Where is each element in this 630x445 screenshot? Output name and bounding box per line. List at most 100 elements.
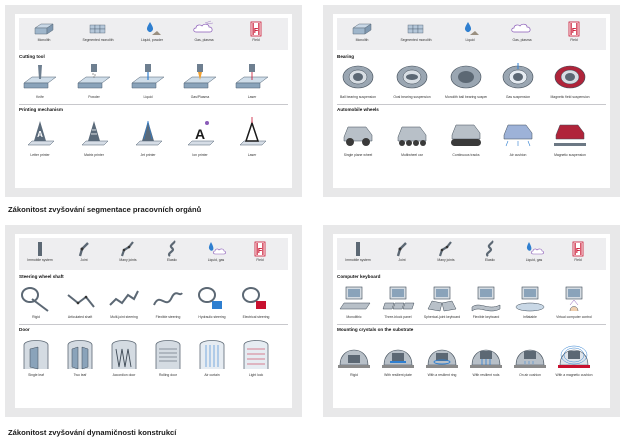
item-cell: Light lock [235, 337, 277, 377]
item-cell: Laser [231, 61, 273, 99]
header-row: Monolith Segmented monolith Liquid [337, 18, 606, 50]
svg-text:F: F [572, 28, 577, 35]
joint-arm-icon [396, 242, 407, 257]
header-label: Liquid, powder [140, 38, 164, 42]
svg-text:A: A [37, 130, 43, 139]
elastic-spring-icon [168, 240, 176, 257]
item-cell: Laser [231, 115, 273, 157]
caption-segmentation: Zákonitost zvyšování segmentace pracovní… [8, 205, 202, 214]
panel-inner: Immobile system Joint Many joints Elasti… [333, 234, 610, 408]
section-title: Steering wheel shaft [19, 274, 64, 279]
field-icon: F [568, 21, 580, 37]
section-divider [337, 324, 606, 325]
item-cell: Flexible steering [147, 283, 189, 319]
section-divider [337, 104, 606, 105]
header-cell: Elastic [151, 240, 193, 262]
item-cell: Air cushion [497, 115, 539, 157]
item-cell: Ball bearing suspension [337, 61, 379, 99]
panel-inner: Monolith Segmented monolith Liquid [333, 14, 610, 188]
monolithic-keyboard-icon [339, 286, 371, 310]
hydraulic-steering-icon [198, 287, 222, 309]
item-cell: Magnetic field suspension [549, 61, 591, 99]
header-cell: Liquid, gas [513, 240, 555, 262]
many-joints-icon [120, 241, 134, 257]
item-label: Two leaf [73, 373, 87, 377]
section-title: Automobile wheels [337, 107, 379, 112]
panel-cutting-printing: Monolith Segmented monolith Liquid, powd… [5, 5, 302, 197]
item-cell: With resilient plate [377, 337, 419, 377]
item-label: Letter printer [30, 153, 50, 157]
item-cell: Rigid [15, 283, 57, 319]
laser-cutting-icon [235, 64, 269, 89]
item-cell: Rigid [333, 337, 375, 377]
item-label: Monolith ball bearing suspension [445, 95, 487, 99]
item-label: Ball bearing suspension [339, 95, 376, 99]
header-label: Field [256, 258, 264, 262]
item-label: Hydraulic steering [198, 315, 226, 319]
item-label: Accordion door [112, 373, 136, 377]
header-label: Immobile system [27, 258, 53, 262]
item-label: Electrical steering [242, 315, 270, 319]
immobile-bar-icon [38, 242, 42, 256]
header-label: Liquid, gas [525, 258, 543, 262]
header-label: Field [574, 258, 582, 262]
liquid-drop-icon [464, 22, 479, 35]
item-label: Air curtain [204, 373, 220, 377]
item-label: With a magnetic cushion [555, 373, 593, 377]
item-label: Ion printer [192, 153, 208, 157]
liquid-drop-icon [146, 22, 161, 35]
item-label: Single leaf [28, 373, 44, 377]
item-label: Multi-joint steering [110, 315, 138, 319]
item-label: Single plane wheel [343, 153, 373, 157]
header-cell: Joint [63, 240, 105, 262]
header-label: Monolith [37, 38, 51, 42]
header-row: Immobile system Joint Many joints Elasti… [337, 238, 606, 270]
item-cell: Multiwheel car [391, 115, 433, 157]
item-label: With a resilient ring [427, 373, 457, 377]
item-label: Three-block panel [384, 315, 412, 319]
inflatable-keyboard-icon [515, 286, 545, 312]
field-icon: F [572, 241, 584, 257]
header-cell: Monolith [341, 20, 383, 42]
item-cell: Air curtain [191, 337, 233, 377]
electrical-steering-icon [242, 287, 266, 309]
header-label: Joint [80, 258, 88, 262]
item-label: Powder [88, 95, 100, 99]
header-cell: Immobile system [19, 240, 61, 262]
header-cell: F Field [553, 20, 595, 42]
item-cell: Gas suspension [497, 61, 539, 99]
item-cell: Virtual computer control [553, 283, 595, 319]
plasma-cutting-icon [183, 64, 217, 89]
header-cell: Immobile system [337, 240, 379, 262]
header-label: Many joints [437, 258, 455, 262]
header-label: Liquid, gas [207, 258, 225, 262]
item-label: Magnetic suspension [554, 153, 586, 157]
item-cell: Monolithic [333, 283, 375, 319]
item-label: Flexible keyboard [472, 315, 500, 319]
liquid-cutting-icon [131, 64, 165, 89]
item-label: Rolling door [158, 373, 178, 377]
header-label: Segmented monolith [82, 38, 114, 42]
item-cell: Multi-joint steering [103, 283, 145, 319]
air-cushion-vehicle-icon [503, 124, 533, 147]
item-label: Matrix printer [84, 153, 104, 157]
item-cell: Monolith ball bearing suspension [445, 61, 487, 99]
ball-bearing-icon [342, 65, 374, 89]
item-cell: A Letter printer [19, 115, 61, 157]
caption-dynamics: Zákonitost zvyšování dynamičnosti konstr… [8, 428, 177, 437]
item-cell: Two leaf [59, 337, 101, 377]
header-label: Elastic [167, 258, 177, 262]
header-label: Segmented monolith [400, 38, 432, 42]
item-cell: Single leaf [15, 337, 57, 377]
item-label: Liquid [143, 95, 153, 99]
light-lock-icon [243, 340, 269, 369]
header-label: Many joints [119, 258, 137, 262]
svg-text:F: F [258, 248, 263, 255]
header-row: Monolith Segmented monolith Liquid, powd… [19, 18, 288, 50]
laser-printer-icon [239, 117, 267, 146]
panel-steering-door: Immobile system Joint Many joints Elasti… [5, 225, 302, 417]
item-cell: Jet printer [127, 115, 169, 157]
gas-cloud-icon [511, 23, 531, 33]
item-label: With resilient rods [472, 373, 500, 377]
magnetic-bearing-icon [554, 65, 586, 89]
